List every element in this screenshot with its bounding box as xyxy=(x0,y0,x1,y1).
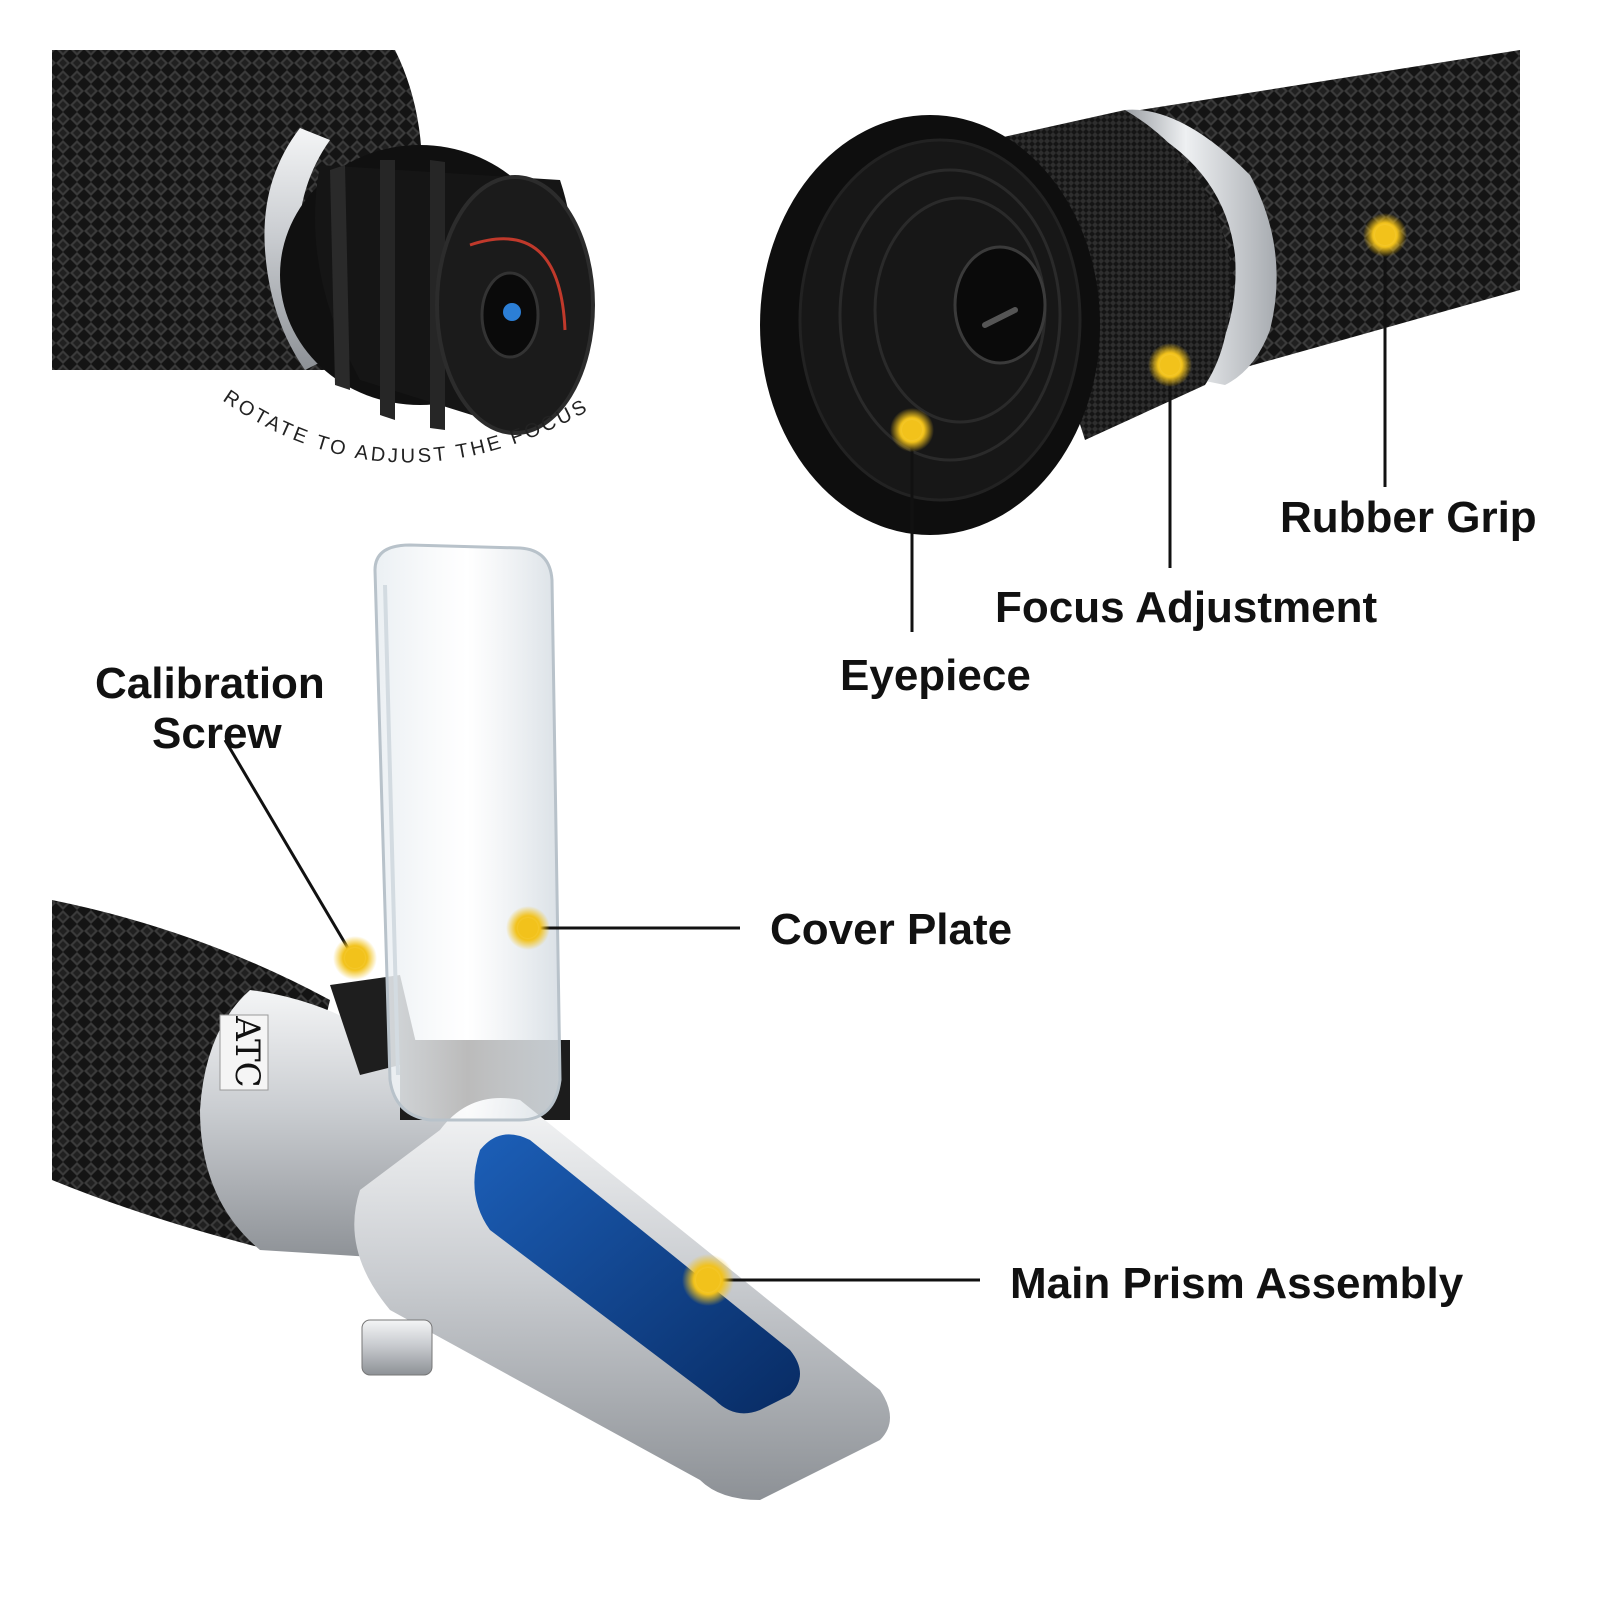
marker-cover-plate xyxy=(506,906,550,950)
marker-calibration-screw xyxy=(333,936,377,980)
labels: Rubber Grip Focus Adjustment Eyepiece Ca… xyxy=(95,493,1537,1308)
label-calibration-line2: Screw xyxy=(152,709,282,758)
label-cover-plate: Cover Plate xyxy=(770,905,1012,954)
label-rubber-grip: Rubber Grip xyxy=(1280,493,1537,542)
cover-plate xyxy=(373,543,562,1122)
prism-window xyxy=(474,1134,800,1414)
label-calibration-line1: Calibration xyxy=(95,659,325,708)
top-right-panel xyxy=(760,50,1520,535)
eyepiece-cup xyxy=(760,115,1100,535)
atc-marking: ATC xyxy=(227,1015,267,1087)
top-left-panel: ROTATE TO ADJUST THE FOCUS xyxy=(52,50,595,468)
eyepiece-lens-right xyxy=(953,245,1047,365)
bottom-panel: ATC xyxy=(52,543,890,1500)
label-eyepiece: Eyepiece xyxy=(840,651,1031,700)
focus-knob xyxy=(280,145,595,435)
metal-ring-right xyxy=(1125,109,1277,386)
atc-plate xyxy=(219,1014,269,1091)
metal-ring-top xyxy=(264,128,335,370)
marker-focus-adjustment xyxy=(1148,343,1192,387)
marker-rubber-grip xyxy=(1363,213,1407,257)
marker-main-prism xyxy=(682,1254,734,1306)
marker-eyepiece xyxy=(890,408,934,452)
label-focus-adjustment: Focus Adjustment xyxy=(995,583,1378,632)
markers xyxy=(333,213,1407,1306)
leader-calibration-screw xyxy=(223,739,354,956)
leader-lines xyxy=(223,235,1387,1282)
clamp-screw xyxy=(361,1319,433,1376)
blue-lens-dot xyxy=(503,303,521,321)
label-main-prism-assembly: Main Prism Assembly xyxy=(1010,1259,1464,1308)
focus-arc-mark xyxy=(469,237,567,331)
